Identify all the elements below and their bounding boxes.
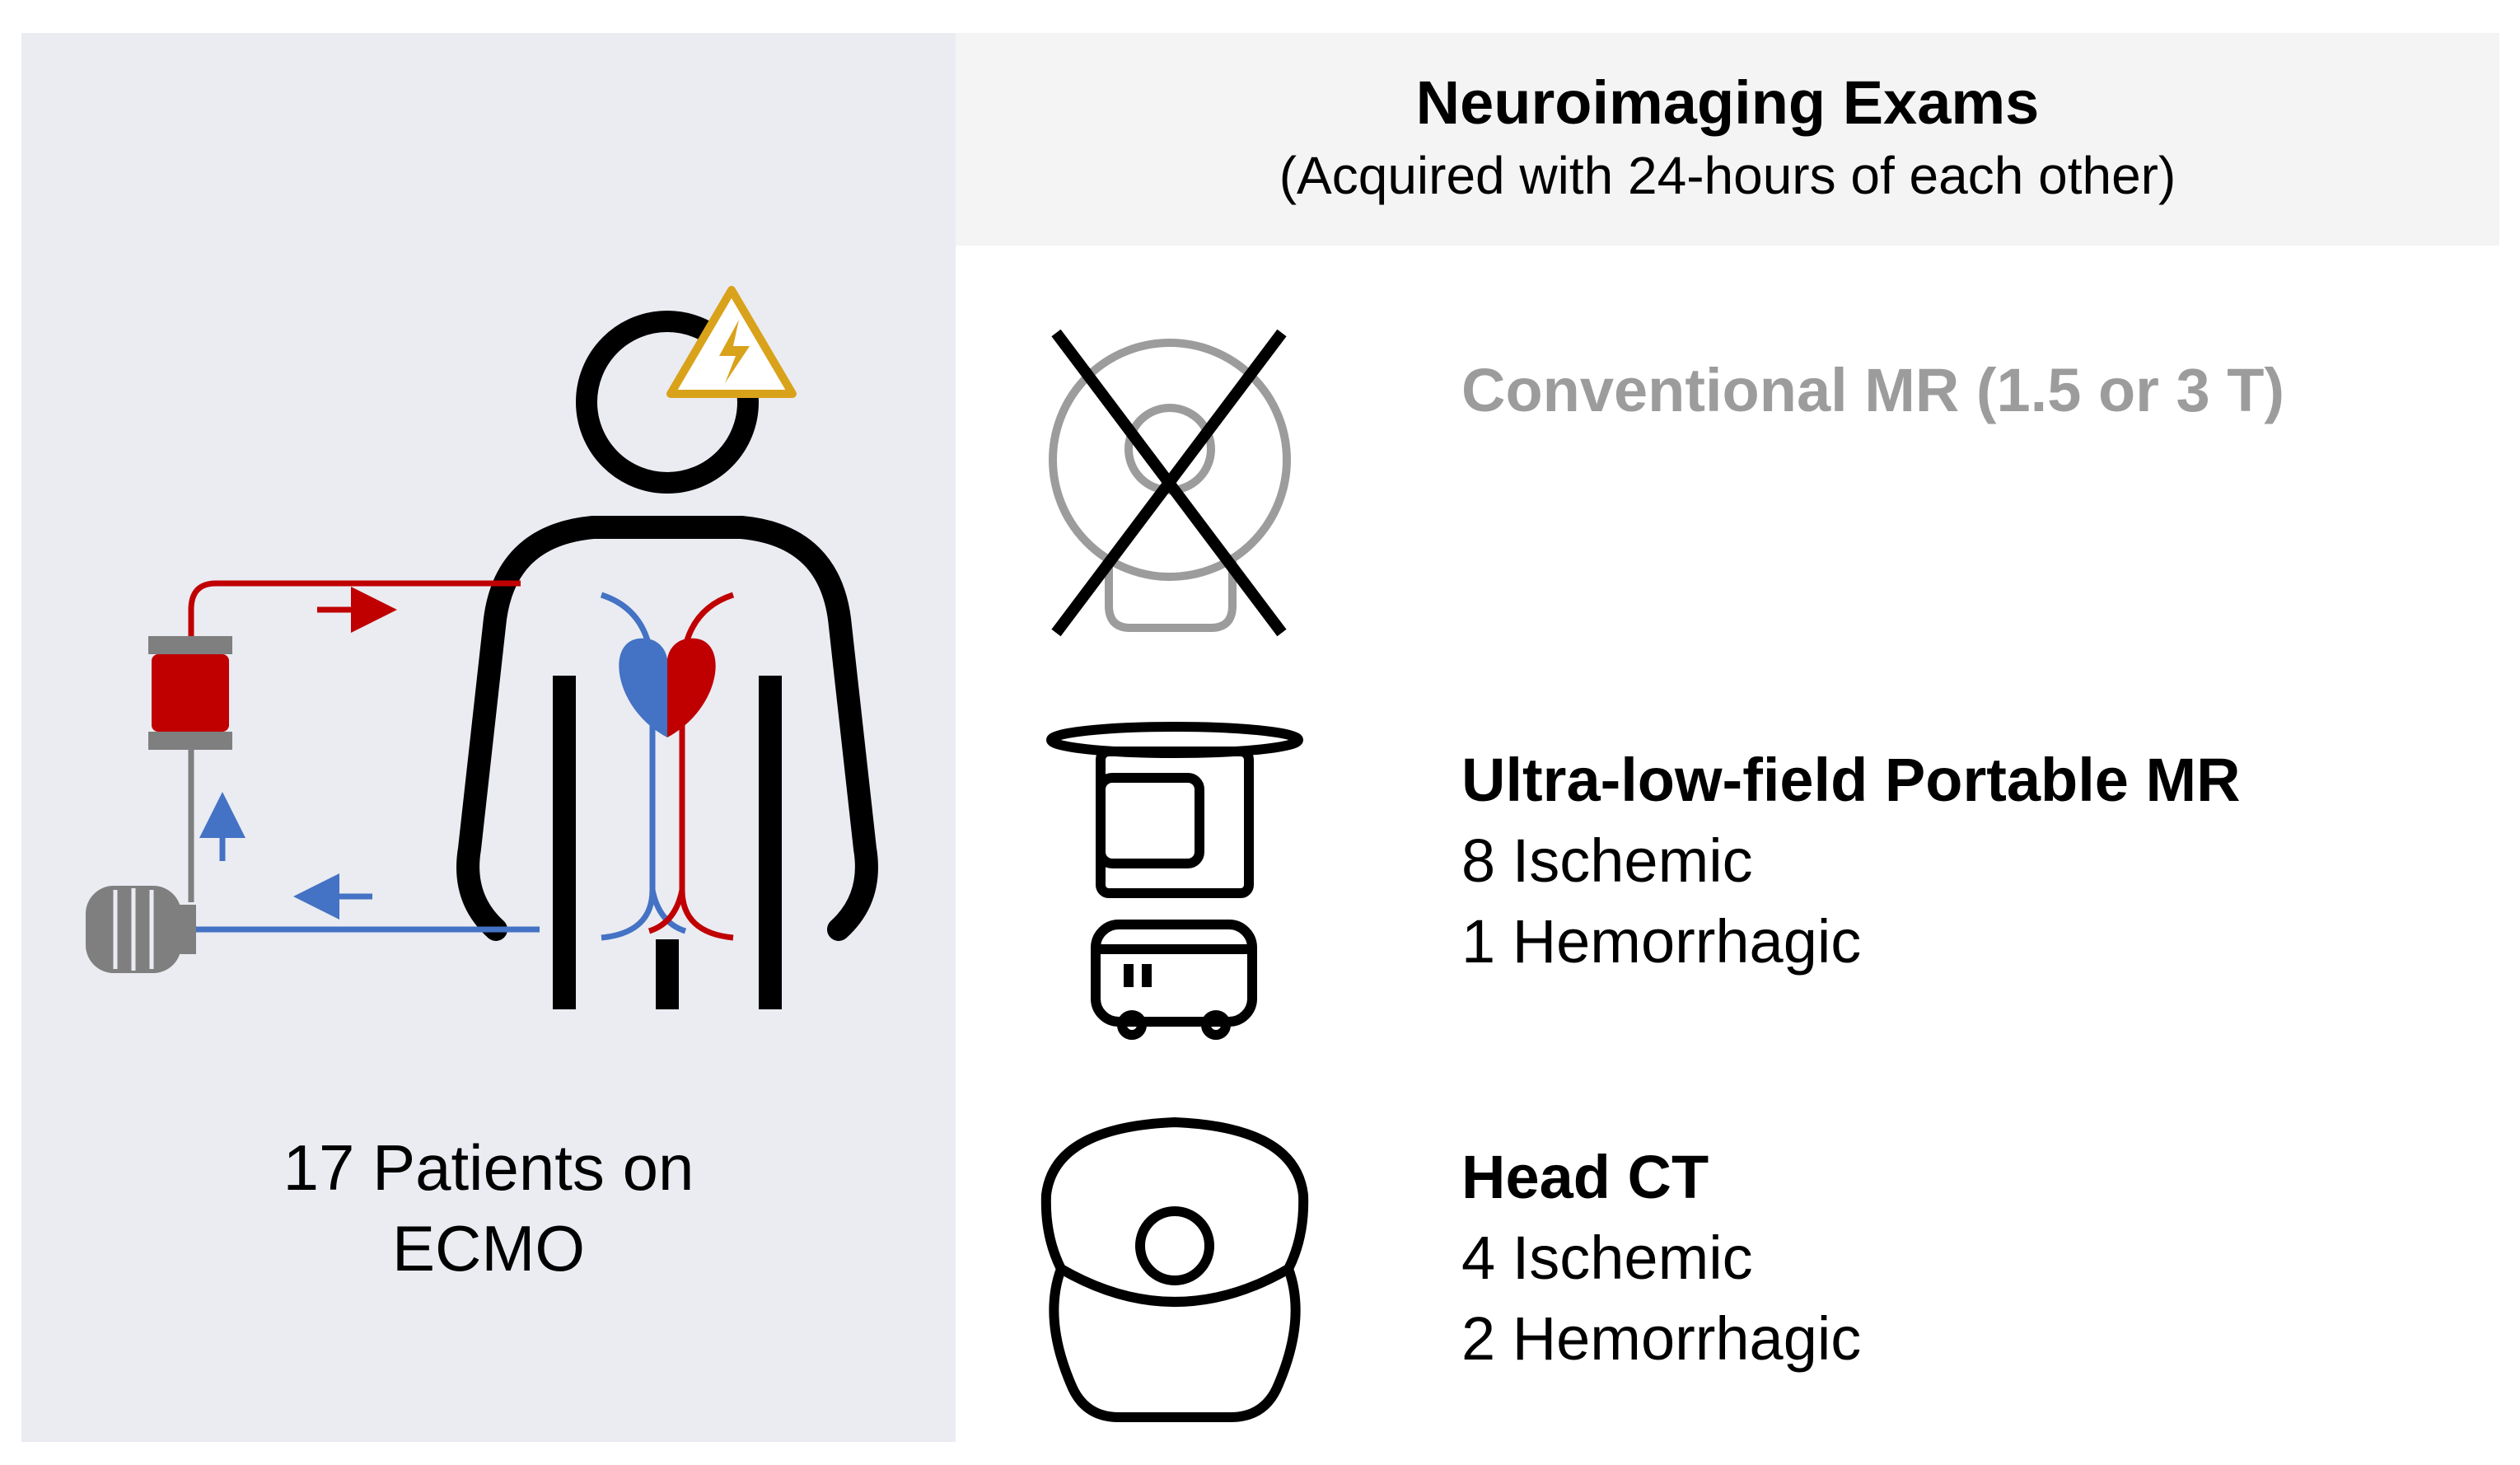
patient-head (576, 311, 759, 494)
exam-result-ischemic: 4 Ischemic (1461, 1224, 1753, 1292)
exam-result-ischemic: 8 Ischemic (1461, 826, 1753, 895)
header-panel (956, 33, 2499, 246)
vein-path-b (649, 889, 687, 934)
portable-mr-icon (1046, 722, 1303, 1040)
patient-torso-outline (456, 516, 878, 941)
exam-result-hemorrhagic: 1 Hemorrhagic (1461, 907, 1862, 976)
head-ct-icon (1040, 1116, 1309, 1422)
header-subtitle: (Acquired with 24-hours of each other) (1279, 146, 2176, 205)
patients-label-line1: 17 Patients on (283, 1131, 694, 1204)
exam-head-ct: Head CT 4 Ischemic 2 Hemorrhagic (1461, 1137, 1861, 1379)
patients-label-line2: ECMO (392, 1212, 585, 1285)
exam-title: Head CT (1461, 1143, 1709, 1211)
warning-icon (666, 286, 797, 398)
patient-figure (456, 311, 878, 1009)
artery-path-b (648, 889, 685, 934)
patients-label: 17 Patients on ECMO (21, 1127, 956, 1289)
ecmo-pump-icon (86, 886, 196, 973)
exam-portable-mr: Ultra-low-field Portable MR 8 Ischemic 1… (1461, 740, 2241, 982)
exam-conventional-mr: Conventional MR (1.5 or 3 T) (1461, 350, 2284, 431)
exam-title: Ultra-low-field Portable MR (1461, 746, 2241, 814)
heart-icon (619, 638, 716, 737)
header-title: Neuroimaging Exams (1415, 68, 2040, 137)
blood-vessels (600, 592, 735, 941)
conventional-mr-icon (1049, 329, 1291, 637)
exam-title: Conventional MR (1.5 or 3 T) (1461, 356, 2285, 424)
ecmo-oxygenator-icon (148, 636, 232, 750)
ecmo-circuit (86, 580, 540, 973)
arterial-line (188, 580, 521, 641)
exam-result-hemorrhagic: 2 Hemorrhagic (1461, 1304, 1862, 1373)
